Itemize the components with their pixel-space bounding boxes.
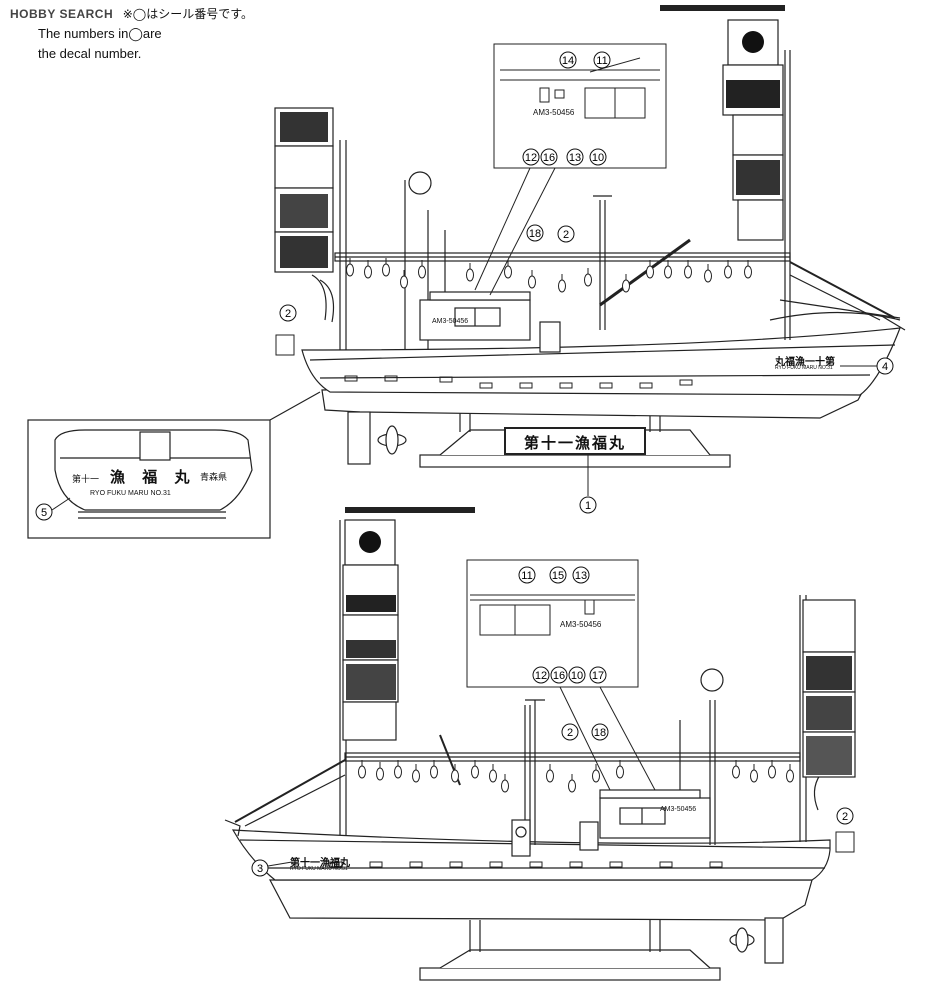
stern-romaji: RYO FUKU MARU NO.31	[90, 490, 171, 497]
header-english-line2: the decal number.	[38, 46, 142, 61]
callout-3: 3	[251, 859, 293, 877]
svg-text:2: 2	[567, 727, 573, 739]
bottom-registration: AM3-50456	[660, 806, 697, 813]
svg-text:16: 16	[553, 670, 565, 682]
svg-text:18: 18	[594, 727, 606, 739]
stern-line3: 青森県	[200, 473, 228, 483]
callout-18-top: 18	[526, 224, 544, 242]
top-ship	[274, 5, 906, 468]
callout-2-bottom-b: 2	[835, 807, 855, 853]
svg-text:3: 3	[257, 863, 263, 875]
watermark-text: HOBBY SEARCH	[10, 7, 114, 21]
callout-4: 4	[840, 357, 894, 375]
svg-text:12: 12	[535, 670, 547, 682]
callout-10-top: 10	[589, 148, 607, 166]
top-stand-plate: 第十一漁福丸	[523, 434, 626, 452]
top-detail-inset	[474, 43, 667, 296]
top-right-flags	[660, 5, 785, 241]
callout-13-bottom: 13	[572, 566, 590, 584]
bottom-hull-name: 第十一漁福丸	[290, 858, 350, 869]
svg-text:14: 14	[562, 55, 574, 67]
callout-15-bottom: 15	[549, 566, 567, 584]
top-hull-romaji: RYO FUKU MARU NO.31	[775, 365, 833, 371]
svg-text:12: 12	[525, 152, 537, 164]
svg-text:11: 11	[596, 55, 607, 67]
callout-16-bottom: 16	[550, 666, 568, 684]
bottom-hull-romaji: RYO FUKU MARU NO.31	[290, 866, 348, 872]
bottom-rudder	[729, 917, 784, 964]
svg-text:5: 5	[41, 507, 47, 519]
svg-text:10: 10	[592, 152, 604, 164]
top-left-flags	[274, 107, 334, 273]
bottom-right-flags	[802, 599, 856, 778]
header-japanese: ※◯はシール番号です。	[122, 7, 254, 21]
top-hull-name: 丸福漁一十第	[775, 357, 835, 368]
callout-12-top: 12	[522, 148, 540, 166]
svg-text:18: 18	[529, 228, 541, 240]
header-note: HOBBY SEARCH ※◯はシール番号です。 The numbers in◯…	[10, 4, 253, 64]
callout-2-bottom-a: 2	[561, 723, 579, 741]
callout-13-top: 13	[566, 148, 584, 166]
svg-text:11: 11	[521, 570, 532, 582]
callout-11-bottom: 11	[518, 566, 536, 584]
callout-10-bottom: 10	[568, 666, 586, 684]
top-inset-registration: AM3-50456	[533, 108, 575, 117]
bottom-stand	[419, 920, 721, 981]
stern-line1: 第十一	[72, 475, 100, 485]
callout-2-top-a: 2	[275, 304, 297, 356]
svg-text:4: 4	[882, 361, 888, 373]
callout-5: 5	[35, 497, 71, 521]
callout-1: 1	[579, 454, 597, 514]
svg-text:17: 17	[592, 670, 604, 682]
svg-text:13: 13	[575, 570, 587, 582]
svg-text:13: 13	[569, 152, 581, 164]
svg-text:1: 1	[585, 500, 591, 512]
stern-inset	[27, 391, 321, 539]
svg-text:2: 2	[842, 811, 848, 823]
callout-17-bottom: 17	[589, 666, 607, 684]
svg-text:15: 15	[552, 570, 564, 582]
bottom-left-flags	[342, 507, 475, 741]
callout-12-bottom: 12	[532, 666, 550, 684]
callout-11-top: 11	[593, 51, 611, 69]
callout-16-top: 16	[540, 148, 558, 166]
top-rudder	[347, 411, 407, 465]
top-registration: AM3-50456	[432, 318, 469, 325]
bottom-inset-registration: AM3-50456	[560, 620, 602, 629]
svg-text:2: 2	[285, 308, 291, 320]
callout-18-bottom: 18	[591, 723, 609, 741]
svg-text:10: 10	[571, 670, 583, 682]
svg-text:16: 16	[543, 152, 555, 164]
svg-text:2: 2	[563, 229, 569, 241]
callout-14-top: 14	[559, 51, 577, 69]
header-english-line1: The numbers in◯are	[38, 26, 162, 41]
stern-line2: 漁 福 丸	[110, 468, 196, 486]
bottom-ship	[224, 507, 856, 981]
callout-2-top-b: 2	[557, 225, 575, 243]
